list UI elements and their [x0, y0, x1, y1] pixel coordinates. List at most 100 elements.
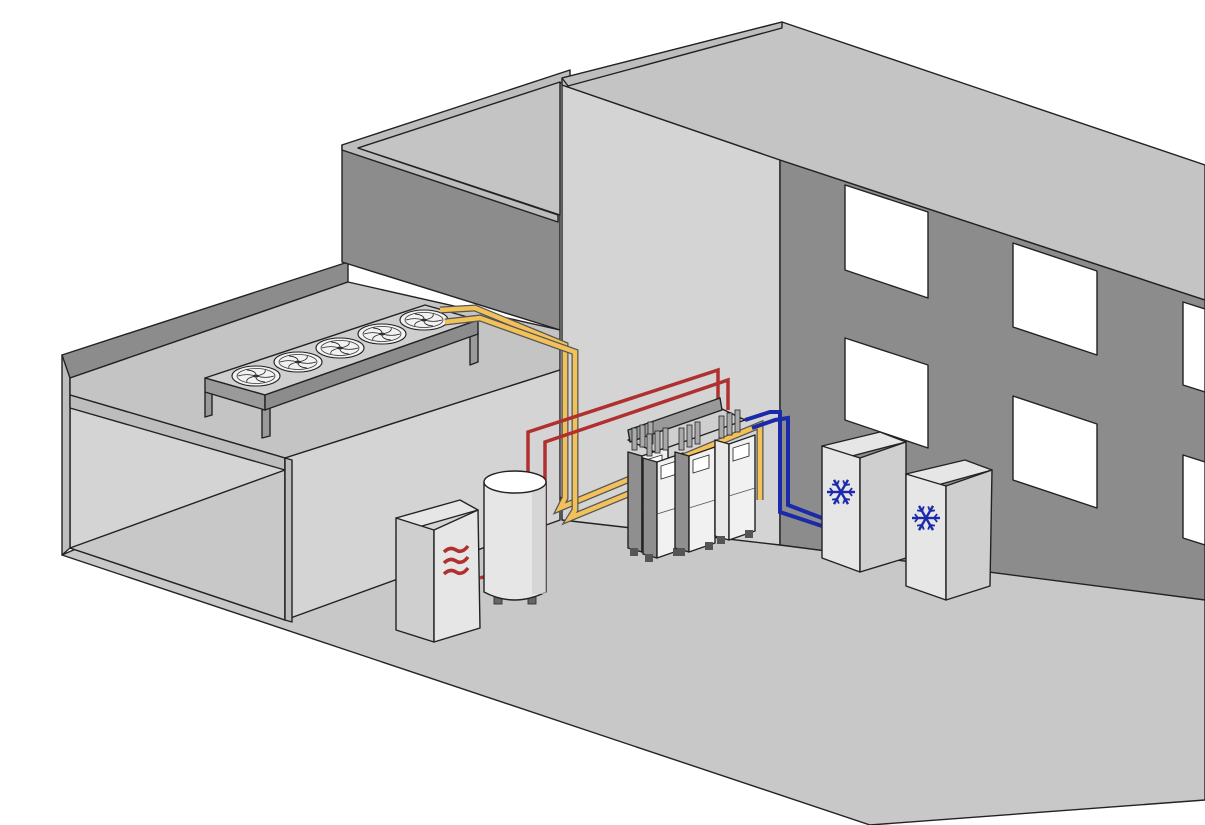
- snowflake-branch: [848, 491, 853, 497]
- snowflake-arm: [832, 491, 843, 505]
- heat-wave: [442, 566, 470, 576]
- snowflake-icon: [912, 505, 940, 531]
- snowflake-branch: [916, 524, 923, 527]
- boiler-foot: [745, 530, 753, 538]
- boiler-front: [642, 457, 658, 559]
- dry-cooler-leg: [261, 407, 271, 439]
- snowflake-branch: [929, 524, 936, 527]
- boiler-pipe-stub: [631, 427, 638, 451]
- fan-icon: [231, 365, 281, 387]
- boiler-pipe-stub: [734, 409, 741, 433]
- fan-icon: [357, 323, 407, 345]
- dry-cooler-side: [264, 319, 479, 411]
- cooling-unit-front: [821, 445, 861, 573]
- boiler-pipe-stub: [678, 427, 685, 451]
- boiler-foot: [645, 554, 653, 562]
- snowflake-branch: [933, 513, 938, 519]
- window: [1012, 395, 1098, 509]
- boiler-display: [732, 442, 750, 462]
- snowflake-arm: [917, 505, 928, 519]
- boiler-unit: [714, 409, 756, 544]
- boiler-pipe-stub: [718, 415, 725, 439]
- fan-icon: [273, 351, 323, 373]
- chilled-water-pipe: [751, 415, 823, 520]
- tank-shade: [532, 482, 546, 594]
- heat-pump-unit: [395, 499, 481, 643]
- dry-cooler: [204, 304, 479, 439]
- window: [844, 337, 929, 449]
- fan-hub: [253, 374, 259, 378]
- boiler-unit: [674, 421, 716, 556]
- boiler-front: [714, 439, 730, 541]
- windows: [844, 184, 1205, 546]
- cooling-unit-front: [905, 473, 947, 601]
- snowflake-branch: [927, 506, 931, 512]
- fan-row: [231, 309, 449, 387]
- fan-hub: [379, 332, 385, 336]
- fan-hub: [421, 318, 427, 322]
- boiler-pipe-stub: [654, 430, 661, 454]
- heat-wave: [442, 544, 470, 554]
- snowflake-branch: [831, 483, 838, 486]
- tall-block-inner-top: [357, 81, 561, 216]
- cooling-unit-2: [905, 459, 993, 601]
- cooling-unit-side: [945, 469, 993, 601]
- boiler-display: [692, 454, 710, 474]
- heat-wave: [442, 555, 470, 565]
- snowflake-branch: [842, 498, 846, 504]
- fan-icon: [315, 337, 365, 359]
- boiler-front: [627, 451, 643, 553]
- snowflake-arm: [832, 479, 843, 493]
- fan-guard: [404, 312, 444, 328]
- snowflake-arm: [839, 479, 850, 493]
- snowflake-branch: [848, 487, 853, 493]
- cooling-unit-side: [859, 441, 907, 573]
- boiler-foot: [630, 548, 638, 556]
- snowflake-branch: [933, 517, 938, 523]
- tank-lid: [483, 470, 547, 494]
- boiler-side: [688, 446, 716, 553]
- snowflake-branch: [829, 491, 834, 497]
- snowflake-branch: [921, 506, 925, 512]
- boiler-front: [674, 451, 690, 553]
- snowflake-branch: [914, 517, 919, 523]
- annex-left-wall: [61, 354, 71, 556]
- fan-guard: [362, 326, 402, 342]
- window: [1182, 301, 1205, 393]
- boiler-pipe-stub: [662, 427, 669, 451]
- snowflake-arm: [917, 517, 928, 531]
- heat-waves-icon: [442, 544, 470, 576]
- boiler-pipe-stub: [686, 424, 693, 448]
- boiler-cascade: [627, 397, 756, 562]
- boiler-seam: [728, 487, 756, 497]
- heat-pump-front: [395, 517, 435, 643]
- snowflake-branch: [916, 509, 923, 512]
- fan-hub: [295, 360, 301, 364]
- window: [1012, 242, 1098, 356]
- snowflake-branch: [927, 524, 931, 530]
- snowflake-branch: [836, 480, 840, 486]
- snowflake-branch: [914, 513, 919, 519]
- snowflake-icon: [827, 479, 855, 505]
- partition-wall-edge: [284, 457, 293, 623]
- main-roof-edge: [561, 21, 783, 87]
- boiler-pipe-stub: [726, 412, 733, 436]
- boiler-side: [728, 434, 756, 541]
- window: [1182, 454, 1205, 546]
- fan-hub: [337, 346, 343, 350]
- snowflake-branch: [836, 498, 840, 504]
- boiler-seam: [688, 499, 716, 509]
- chilled-water-pipe: [744, 410, 823, 528]
- window: [844, 184, 929, 299]
- fan-guard: [278, 354, 318, 370]
- fan-guard: [320, 340, 360, 356]
- snowflake-arm: [924, 505, 935, 519]
- heat-pump-side: [433, 509, 481, 643]
- snowflake-arm: [924, 517, 935, 531]
- snowflake-branch: [842, 480, 846, 486]
- snowflake-branch: [929, 509, 936, 512]
- fan-guard: [236, 368, 276, 384]
- snowflake-branch: [829, 487, 834, 493]
- snowflake-branch: [844, 498, 851, 501]
